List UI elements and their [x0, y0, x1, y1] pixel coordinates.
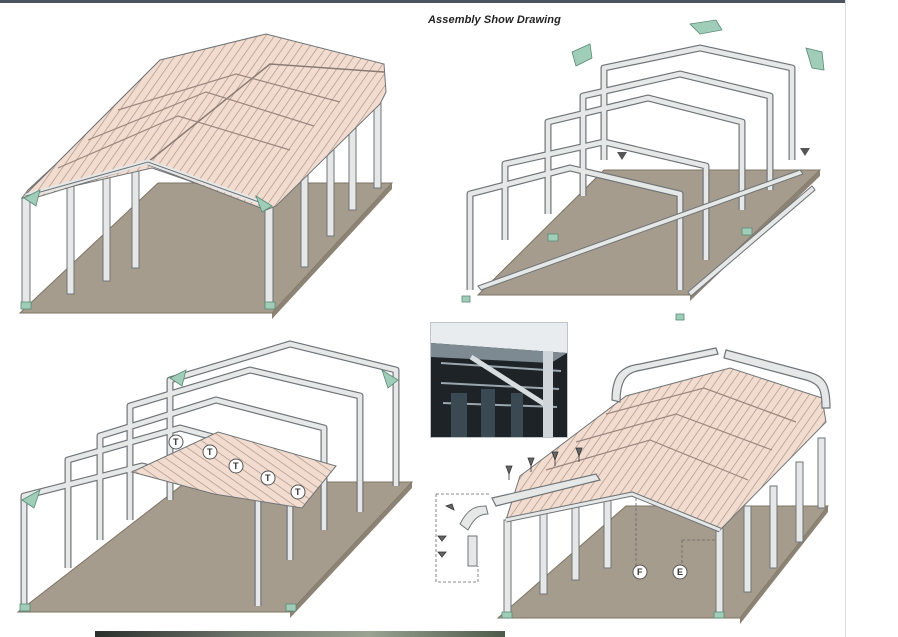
corner-brackets	[19, 369, 399, 612]
screw-label-t: T	[265, 473, 271, 483]
roof-panel-seams	[545, 387, 797, 481]
right-border	[845, 0, 846, 637]
inset-photo	[430, 322, 568, 438]
posts	[503, 437, 826, 615]
trim-detail	[459, 505, 489, 567]
callout-labels: F E	[632, 564, 688, 580]
corner-brackets	[20, 189, 276, 310]
ground-slab-side	[272, 183, 392, 319]
callout-e: E	[677, 567, 683, 577]
bottom-image-strip	[95, 631, 505, 637]
inset-photo-image	[431, 323, 567, 437]
side-rails	[477, 169, 816, 297]
panel-completed-carport	[18, 33, 394, 319]
roof-ridge	[147, 63, 385, 163]
ridge-cap-pieces	[491, 347, 831, 507]
screw-markers: T T T T T	[168, 434, 306, 500]
screws	[437, 447, 583, 558]
loose-brackets	[461, 19, 825, 321]
screw-label-t: T	[233, 461, 239, 471]
page-title: Assembly Show Drawing	[428, 14, 561, 26]
panel-roof-panel-install: T T T T T	[16, 340, 414, 618]
leader-lines	[435, 493, 716, 583]
corner-brackets	[501, 611, 725, 619]
top-border	[0, 0, 845, 3]
drop-arrows	[617, 148, 810, 160]
roof-panel-seams	[57, 73, 341, 169]
panel-frame-assembly	[461, 19, 825, 321]
callout-f: F	[637, 567, 643, 577]
screw-label-t: T	[173, 437, 179, 447]
screw-label-t: T	[295, 487, 301, 497]
screw-label-t: T	[207, 447, 213, 457]
panel-ridge-cap-trim-install: F E	[435, 347, 831, 624]
